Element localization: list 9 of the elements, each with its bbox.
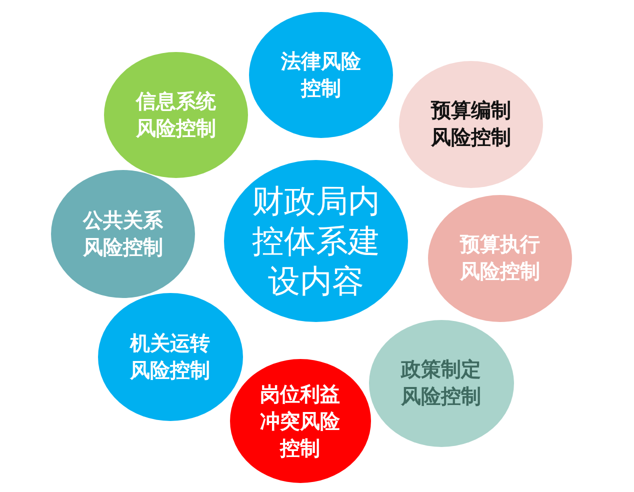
circle-label: 法律风险控制 [280, 48, 362, 102]
circle-label: 预算执行风险控制 [458, 231, 541, 285]
circle-label: 信息系统风险控制 [134, 88, 217, 142]
circle-label: 机关运转风险控制 [128, 330, 211, 384]
circle-label: 预算编制风险控制 [430, 97, 512, 151]
circle-label: 岗位利益冲突风险控制 [259, 380, 341, 462]
center-title: 财政局内控体系建设内容 [250, 181, 381, 301]
circle-label: 公共关系风险控制 [82, 207, 164, 261]
circle-label: 政策制定风险控制 [400, 356, 482, 410]
